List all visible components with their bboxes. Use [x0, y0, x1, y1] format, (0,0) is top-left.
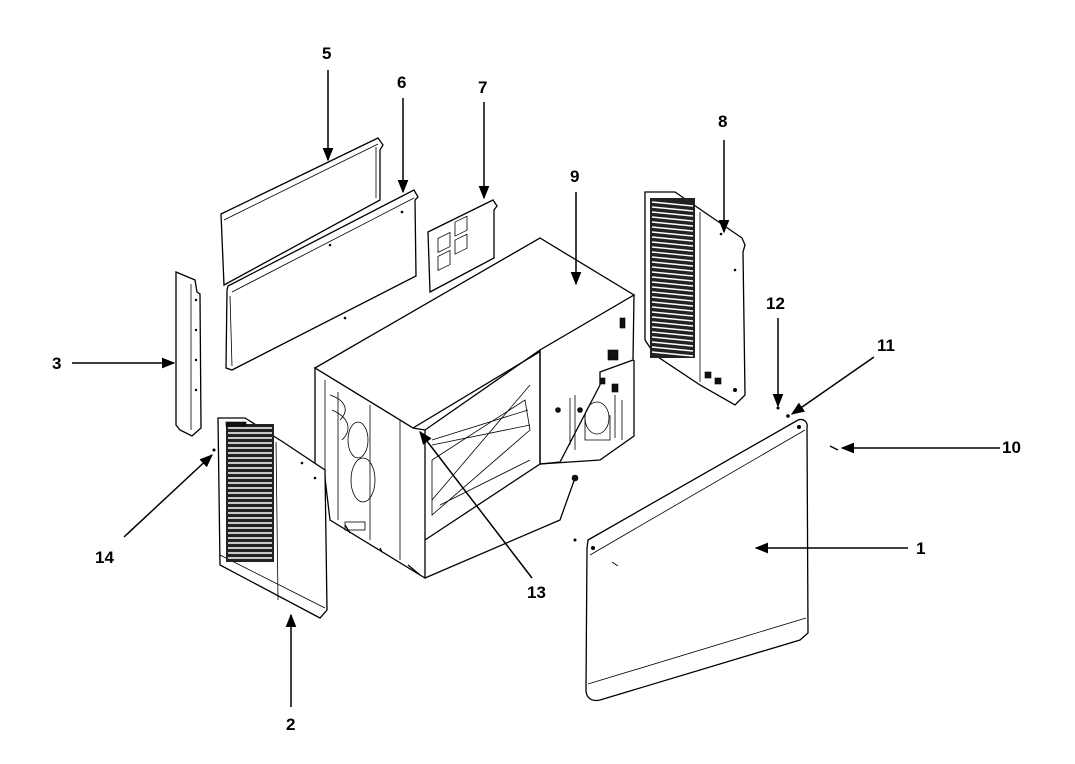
- louver-slat: [651, 351, 694, 357]
- louver-slat: [651, 331, 694, 337]
- part-8-right-grille: [644, 191, 746, 406]
- louver-slat: [651, 211, 694, 217]
- callout-1: 1: [916, 539, 925, 558]
- callout-5: 5: [322, 44, 331, 63]
- louver-slat: [651, 246, 694, 252]
- louver-slat: [651, 346, 694, 352]
- left-grille-louvers: [228, 427, 272, 559]
- part-3-side-panel: [175, 271, 202, 437]
- callout-14: 14: [95, 548, 114, 567]
- leader-11: [790, 356, 875, 415]
- louver-slat: [651, 221, 694, 227]
- louver-slat: [651, 271, 694, 277]
- part-9-main-cabinet: [313, 237, 636, 580]
- louver-slat: [651, 226, 694, 232]
- callout-6: 6: [397, 73, 406, 92]
- louver-slat: [651, 216, 694, 222]
- louver-slat: [651, 286, 694, 292]
- louver-slat: [651, 301, 694, 307]
- louver-slat: [651, 261, 694, 267]
- louver-slat: [651, 281, 694, 287]
- callout-9: 9: [570, 167, 579, 186]
- callout-3: 3: [52, 354, 61, 373]
- louver-slat: [651, 251, 694, 257]
- louver-slat: [651, 336, 694, 342]
- louver-slat: [651, 231, 694, 237]
- louver-slat: [651, 341, 694, 347]
- part-6-rear-panel: [225, 189, 419, 371]
- callout-8: 8: [718, 112, 727, 131]
- callout-12: 12: [766, 294, 785, 313]
- right-grille-louvers: [651, 201, 694, 357]
- callout-13: 13: [527, 583, 546, 602]
- louver-slat: [651, 236, 694, 242]
- louver-slat: [651, 306, 694, 312]
- louver-slat: [651, 266, 694, 272]
- louver-slat: [651, 316, 694, 322]
- leader-14: [123, 454, 213, 538]
- louver-slat: [651, 291, 694, 297]
- hardware-screws: [212, 406, 839, 452]
- callout-7: 7: [478, 78, 487, 97]
- part-5-rear-panel: [220, 137, 384, 287]
- part-1-front-door: [573, 418, 809, 702]
- leader-13: [419, 430, 533, 579]
- callout-2: 2: [286, 715, 295, 734]
- leader-arrows: [72, 70, 1000, 707]
- louver-slat: [651, 241, 694, 247]
- part-7-small-panel: [427, 199, 498, 294]
- louver-slat: [651, 276, 694, 282]
- louver-slat: [651, 296, 694, 302]
- louver-slat: [651, 201, 694, 207]
- louver-slat: [651, 206, 694, 212]
- louver-slat: [651, 321, 694, 327]
- callout-labels: 5 6 7 8 9 3 12 11 10 1 14 13 2: [52, 44, 1021, 734]
- louver-slat: [651, 256, 694, 262]
- callout-11: 11: [877, 336, 895, 355]
- louver-slat: [651, 311, 694, 317]
- louver-slat: [651, 326, 694, 332]
- callout-10: 10: [1002, 438, 1021, 457]
